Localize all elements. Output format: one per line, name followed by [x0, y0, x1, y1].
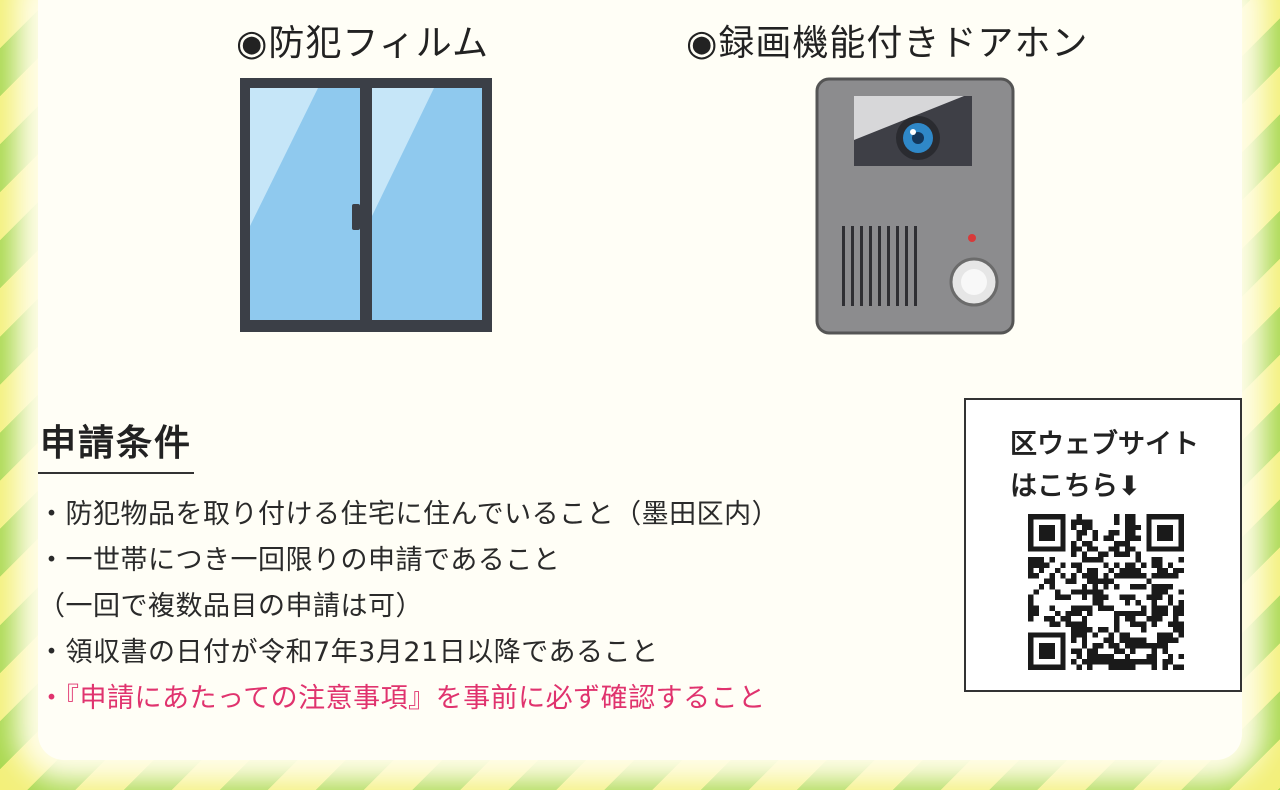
conditions-heading: 申請条件 [38, 414, 195, 474]
qr-caption-line2: はこちら⬇ [1010, 471, 1141, 502]
condition-line: ・一世帯につき一回限りの申請であること [38, 545, 561, 576]
condition-line-caution: ・『申請にあたっての注意事項』を事前に必ず確認すること [38, 683, 766, 714]
security-film-title: ◉防犯フィルム [236, 23, 489, 64]
qr-code-icon[interactable] [1028, 514, 1184, 670]
window-icon [240, 78, 492, 332]
condition-line: ・領収書の日付が令和7年3月21日以降であること [38, 637, 659, 668]
condition-line: ・防犯物品を取り付ける住宅に住んでいること（墨田区内） [38, 499, 780, 530]
condition-note: （一回で複数品目の申請は可） [38, 591, 423, 622]
qr-caption-line1: 区ウェブサイト [1010, 429, 1199, 460]
doorphone-icon [815, 77, 1015, 335]
doorphone-title: ◉録画機能付きドアホン [686, 23, 1089, 64]
qr-box: 区ウェブサイト はこちら⬇ [964, 398, 1242, 692]
